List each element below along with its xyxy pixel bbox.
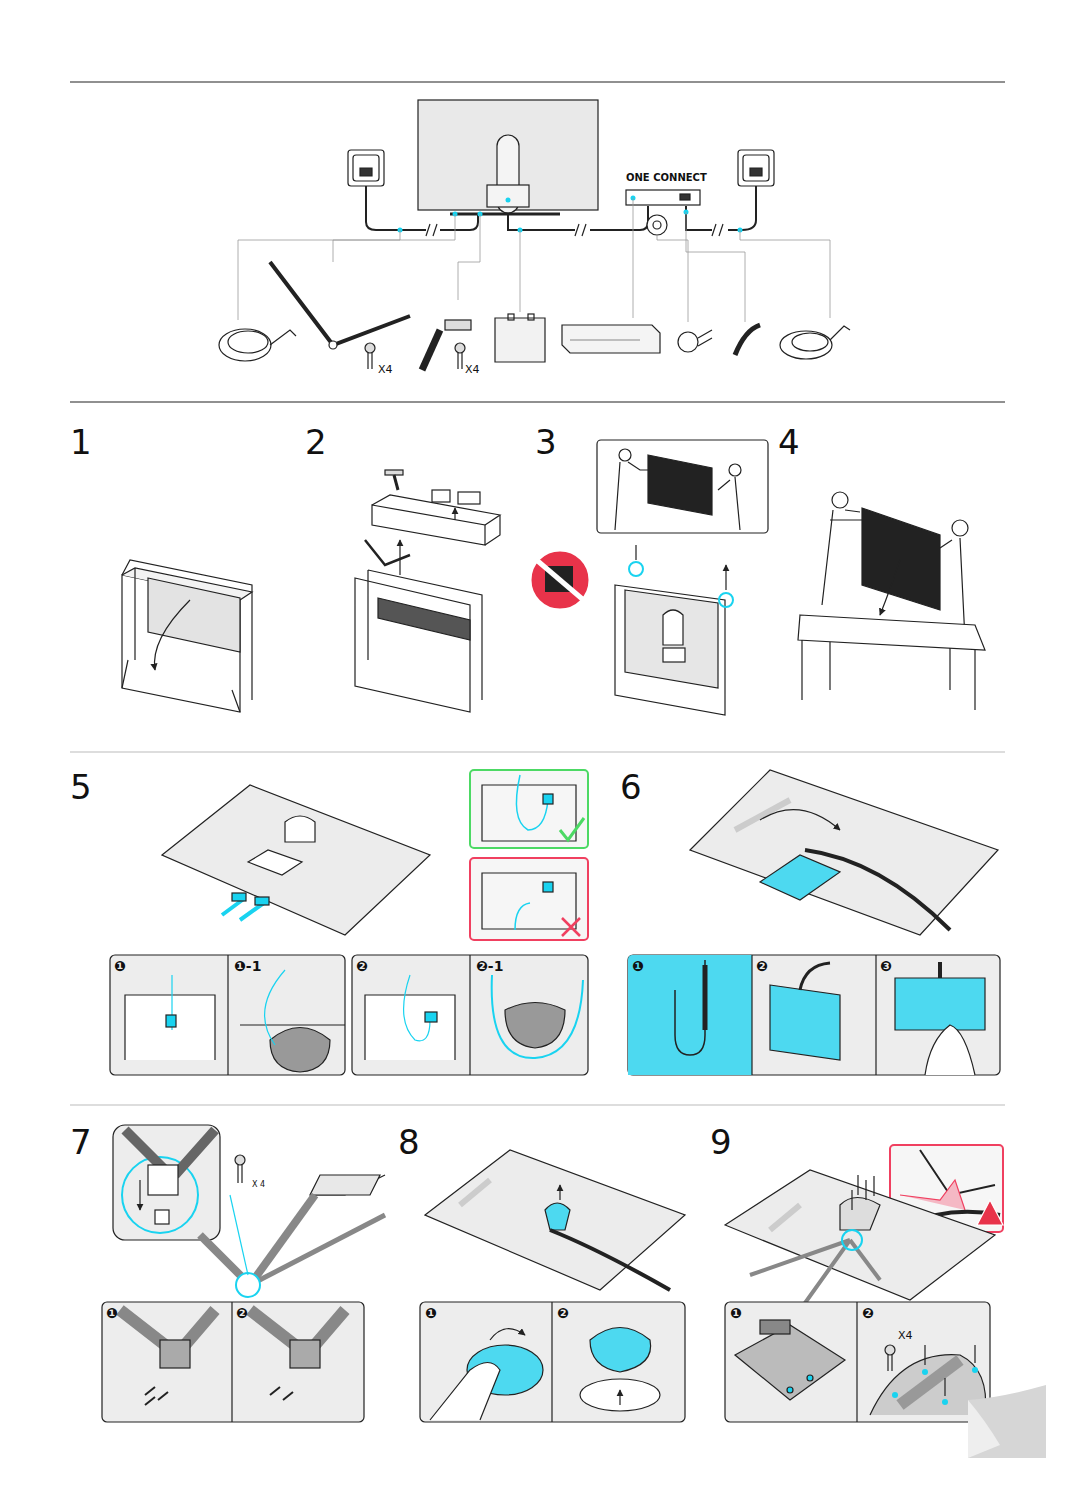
step-number: 3 [535,425,557,459]
substep-number: ❶-1 [234,959,261,973]
step-number: 1 [70,425,92,459]
substep-number: ❶ [425,1306,437,1320]
substep-number: ❶ [106,1306,118,1320]
step-number: 9 [710,1125,732,1159]
step-number: 4 [778,425,800,459]
substep-number: ❶ [632,959,644,973]
quantity: X 4 [252,1181,265,1189]
step-number: 7 [70,1125,92,1159]
substep-number: ❶ [730,1306,742,1320]
quantity: X4 [898,1330,913,1341]
step-number: 2 [305,425,327,459]
part-name: ONE CONNECT [626,173,707,183]
step-number: 6 [620,770,642,804]
step-number: 5 [70,770,92,804]
quantity: X4 [378,364,393,375]
step-number: 8 [398,1125,420,1159]
substep-number: ❷ [756,959,768,973]
substep-number: ❶ [114,959,126,973]
substep-number: ❸ [880,959,892,973]
quantity: X4 [465,364,480,375]
substep-number: ❷ [862,1306,874,1320]
substep-number: ❷ [557,1306,569,1320]
substep-number: ❷ [356,959,368,973]
substep-number: ❷-1 [476,959,503,973]
substep-number: ❷ [236,1306,248,1320]
